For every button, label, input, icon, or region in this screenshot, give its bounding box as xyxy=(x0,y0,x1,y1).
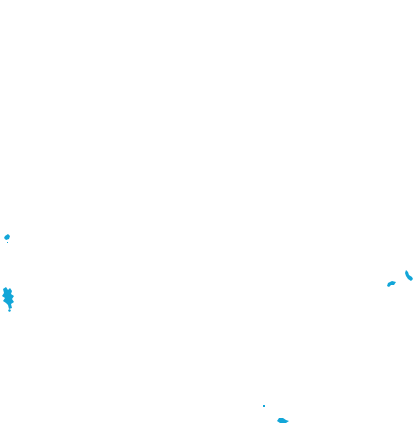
water-feature-west-large-fragment xyxy=(8,309,11,312)
water-feature-south-dot xyxy=(263,405,265,407)
water-feature-east-small xyxy=(387,281,396,287)
water-feature-west-small xyxy=(4,234,10,240)
water-feature-east-inlet xyxy=(405,270,413,281)
water-feature-south-small xyxy=(277,418,289,423)
water-feature-west-small-dot xyxy=(7,242,8,243)
water-feature-west-large xyxy=(2,287,14,309)
